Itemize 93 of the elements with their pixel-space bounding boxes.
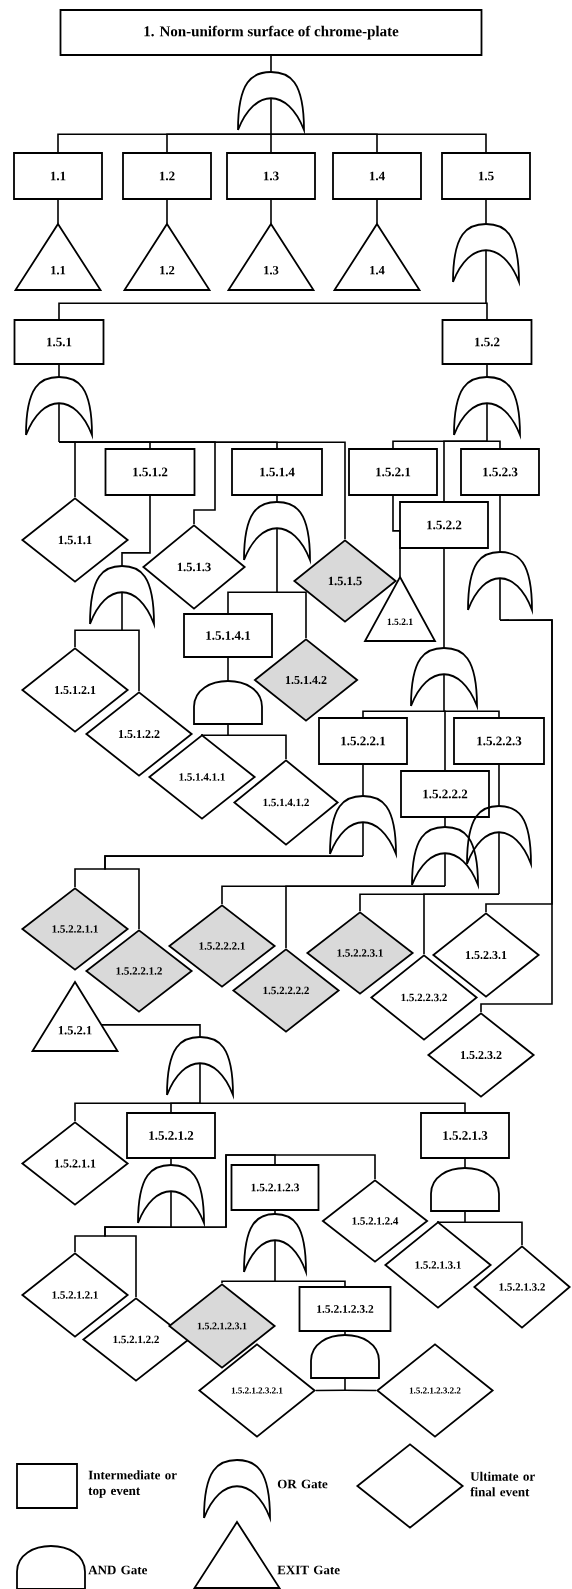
connector-line [444,817,446,828]
connector-line [166,133,272,153]
event-box: 1.5.2.1.2.3.2 [298,1286,392,1332]
connector-line [376,199,378,225]
connector-line [227,734,287,760]
or-gate [243,501,311,593]
event-box: 1.5.1.4 [231,448,323,496]
or-gate [137,1164,205,1228]
connector-line [498,764,500,807]
connector-line [480,619,553,1013]
connector-line [121,629,140,692]
or-gate [467,551,533,621]
event-box: 1.1 [13,152,103,200]
connector-line [392,495,401,578]
connector-line [344,1331,346,1336]
connector-line [121,495,151,567]
event-box: 1. Non-uniform surface of chrome-plate [59,9,483,56]
and-gate [310,1334,380,1391]
and-gate [430,1167,500,1223]
or-gate [453,376,521,442]
connector-line [344,1389,377,1392]
event-box: 1.5.2.2.3 [453,717,545,765]
connector-line [100,1024,201,1038]
connector-line [227,657,229,682]
and-gate [193,680,263,736]
event-box: 1.5.1.4.1 [183,613,273,658]
event-box: 1.3 [226,152,316,200]
connector-line [276,591,307,639]
or-gate [410,647,478,712]
connector-line [485,302,488,320]
or-gate [237,71,305,135]
or-gate [466,805,532,895]
event-box: 1.5.2.1.2.3 [230,1164,320,1211]
connector-line [443,710,446,771]
connector-line [170,1154,376,1228]
connector-line [362,764,364,797]
connector-line [199,1102,466,1113]
connector-line [362,710,445,718]
legend-entry: Ultimate or final event [355,1443,535,1529]
event-box: 1.4 [332,152,422,200]
connector-line [270,133,487,153]
or-gate [166,1036,234,1104]
connector-line [221,1280,276,1284]
connector-line [315,1389,346,1392]
connector-line [464,1221,523,1246]
connector-line [58,364,60,378]
connector-line [166,199,168,225]
connector-line [270,199,272,225]
connector-line [227,591,278,614]
or-gate [243,1213,307,1282]
event-box: 1.5.1 [13,319,105,365]
connector-line [201,733,229,736]
or-gate [89,565,155,631]
event-box: 1.2 [122,152,212,200]
or-gate [452,223,520,304]
connector-line [486,364,488,378]
connector-line [443,548,445,649]
connector-line [276,495,278,503]
event-box: 1.5.1.2 [104,448,196,496]
legend-entry: Intermediate or top event [16,1463,177,1509]
event-box: 1.5.2.3 [460,448,540,496]
connector-line [486,440,501,449]
or-gate [411,826,479,887]
event-box: 1.5.2 [441,319,533,365]
connector-line [170,1102,201,1113]
connector-line [58,302,487,320]
event-box: 1.5.2.1.3 [420,1112,510,1159]
connector-line [57,199,59,225]
connector-line [485,199,487,225]
connector-line [443,710,500,718]
connector-line [104,855,364,930]
event-box: 1.5.2.1 [348,448,438,496]
connector-line [274,1280,346,1287]
connector-line [274,1210,276,1215]
event-box: 1.5.2.2.1 [318,717,408,765]
connector-line [74,629,123,648]
connector-line [170,1158,172,1166]
legend-entry: AND Gate [16,1545,148,1589]
event-box: 1.5.2.2.2 [400,770,490,818]
connector-line [270,133,272,153]
or-gate [25,376,93,443]
event-box: 1.5.2.2 [399,501,489,549]
or-gate [329,795,397,857]
connector-line [270,55,272,73]
event-box: 1.5 [441,152,531,200]
connector-line [443,440,488,502]
connector-line [437,1220,466,1223]
event-box: 1.5.2.1.2 [126,1112,216,1159]
connector-line [464,1158,466,1169]
connector-line [58,441,346,540]
connector-line [285,885,446,949]
connector-line [104,1226,172,1298]
connector-line [499,495,501,553]
